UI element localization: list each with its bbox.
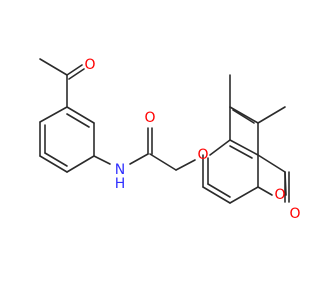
- amide-oxygen-label: O: [144, 110, 155, 126]
- amide-linker: [93, 127, 196, 171]
- phenyl-ring: [39, 106, 95, 173]
- ring-oxygen-label: O: [274, 187, 285, 203]
- molecule-canvas: O N H O O O O: [39, 57, 300, 222]
- lactone-oxygen-label: O: [289, 206, 300, 222]
- acetyl-oxygen-label: O: [84, 57, 95, 73]
- amide-nitrogen-label: N: [115, 162, 125, 178]
- coumarin-ring-system: [202, 106, 290, 204]
- acetyl-group: [39, 58, 85, 108]
- molecule-structure: O N H O O O O: [39, 57, 300, 222]
- amide-hydrogen-label: H: [115, 176, 126, 192]
- ether-oxygen-label: O: [197, 147, 208, 163]
